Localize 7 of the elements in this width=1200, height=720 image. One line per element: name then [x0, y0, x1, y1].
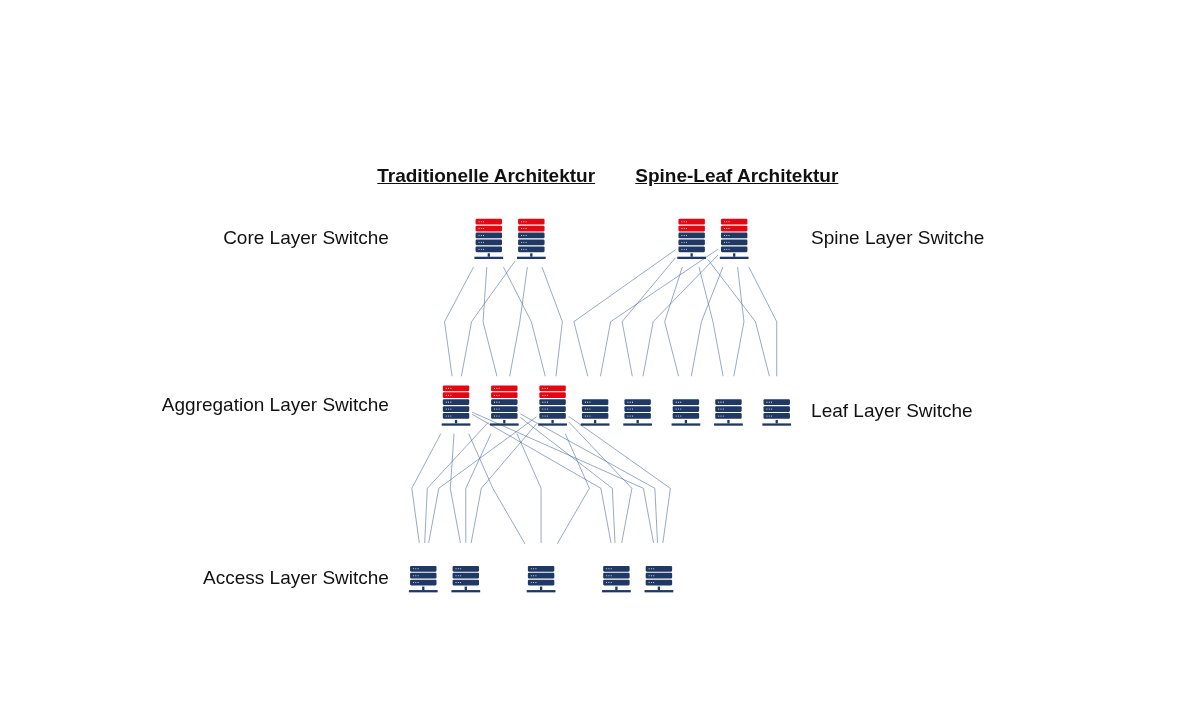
layer-label: Spine Layer Switche: [811, 226, 985, 249]
section-heading: Traditionelle Architektur: [377, 165, 596, 187]
layer-label: Access Layer Switche: [203, 567, 389, 590]
section-heading: Spine-Leaf Architektur: [635, 165, 839, 187]
layer-label: Core Layer Switche: [223, 226, 389, 249]
layer-label: Aggregation Layer Switche: [161, 393, 389, 416]
layer-label: Leaf Layer Switche: [811, 400, 973, 423]
